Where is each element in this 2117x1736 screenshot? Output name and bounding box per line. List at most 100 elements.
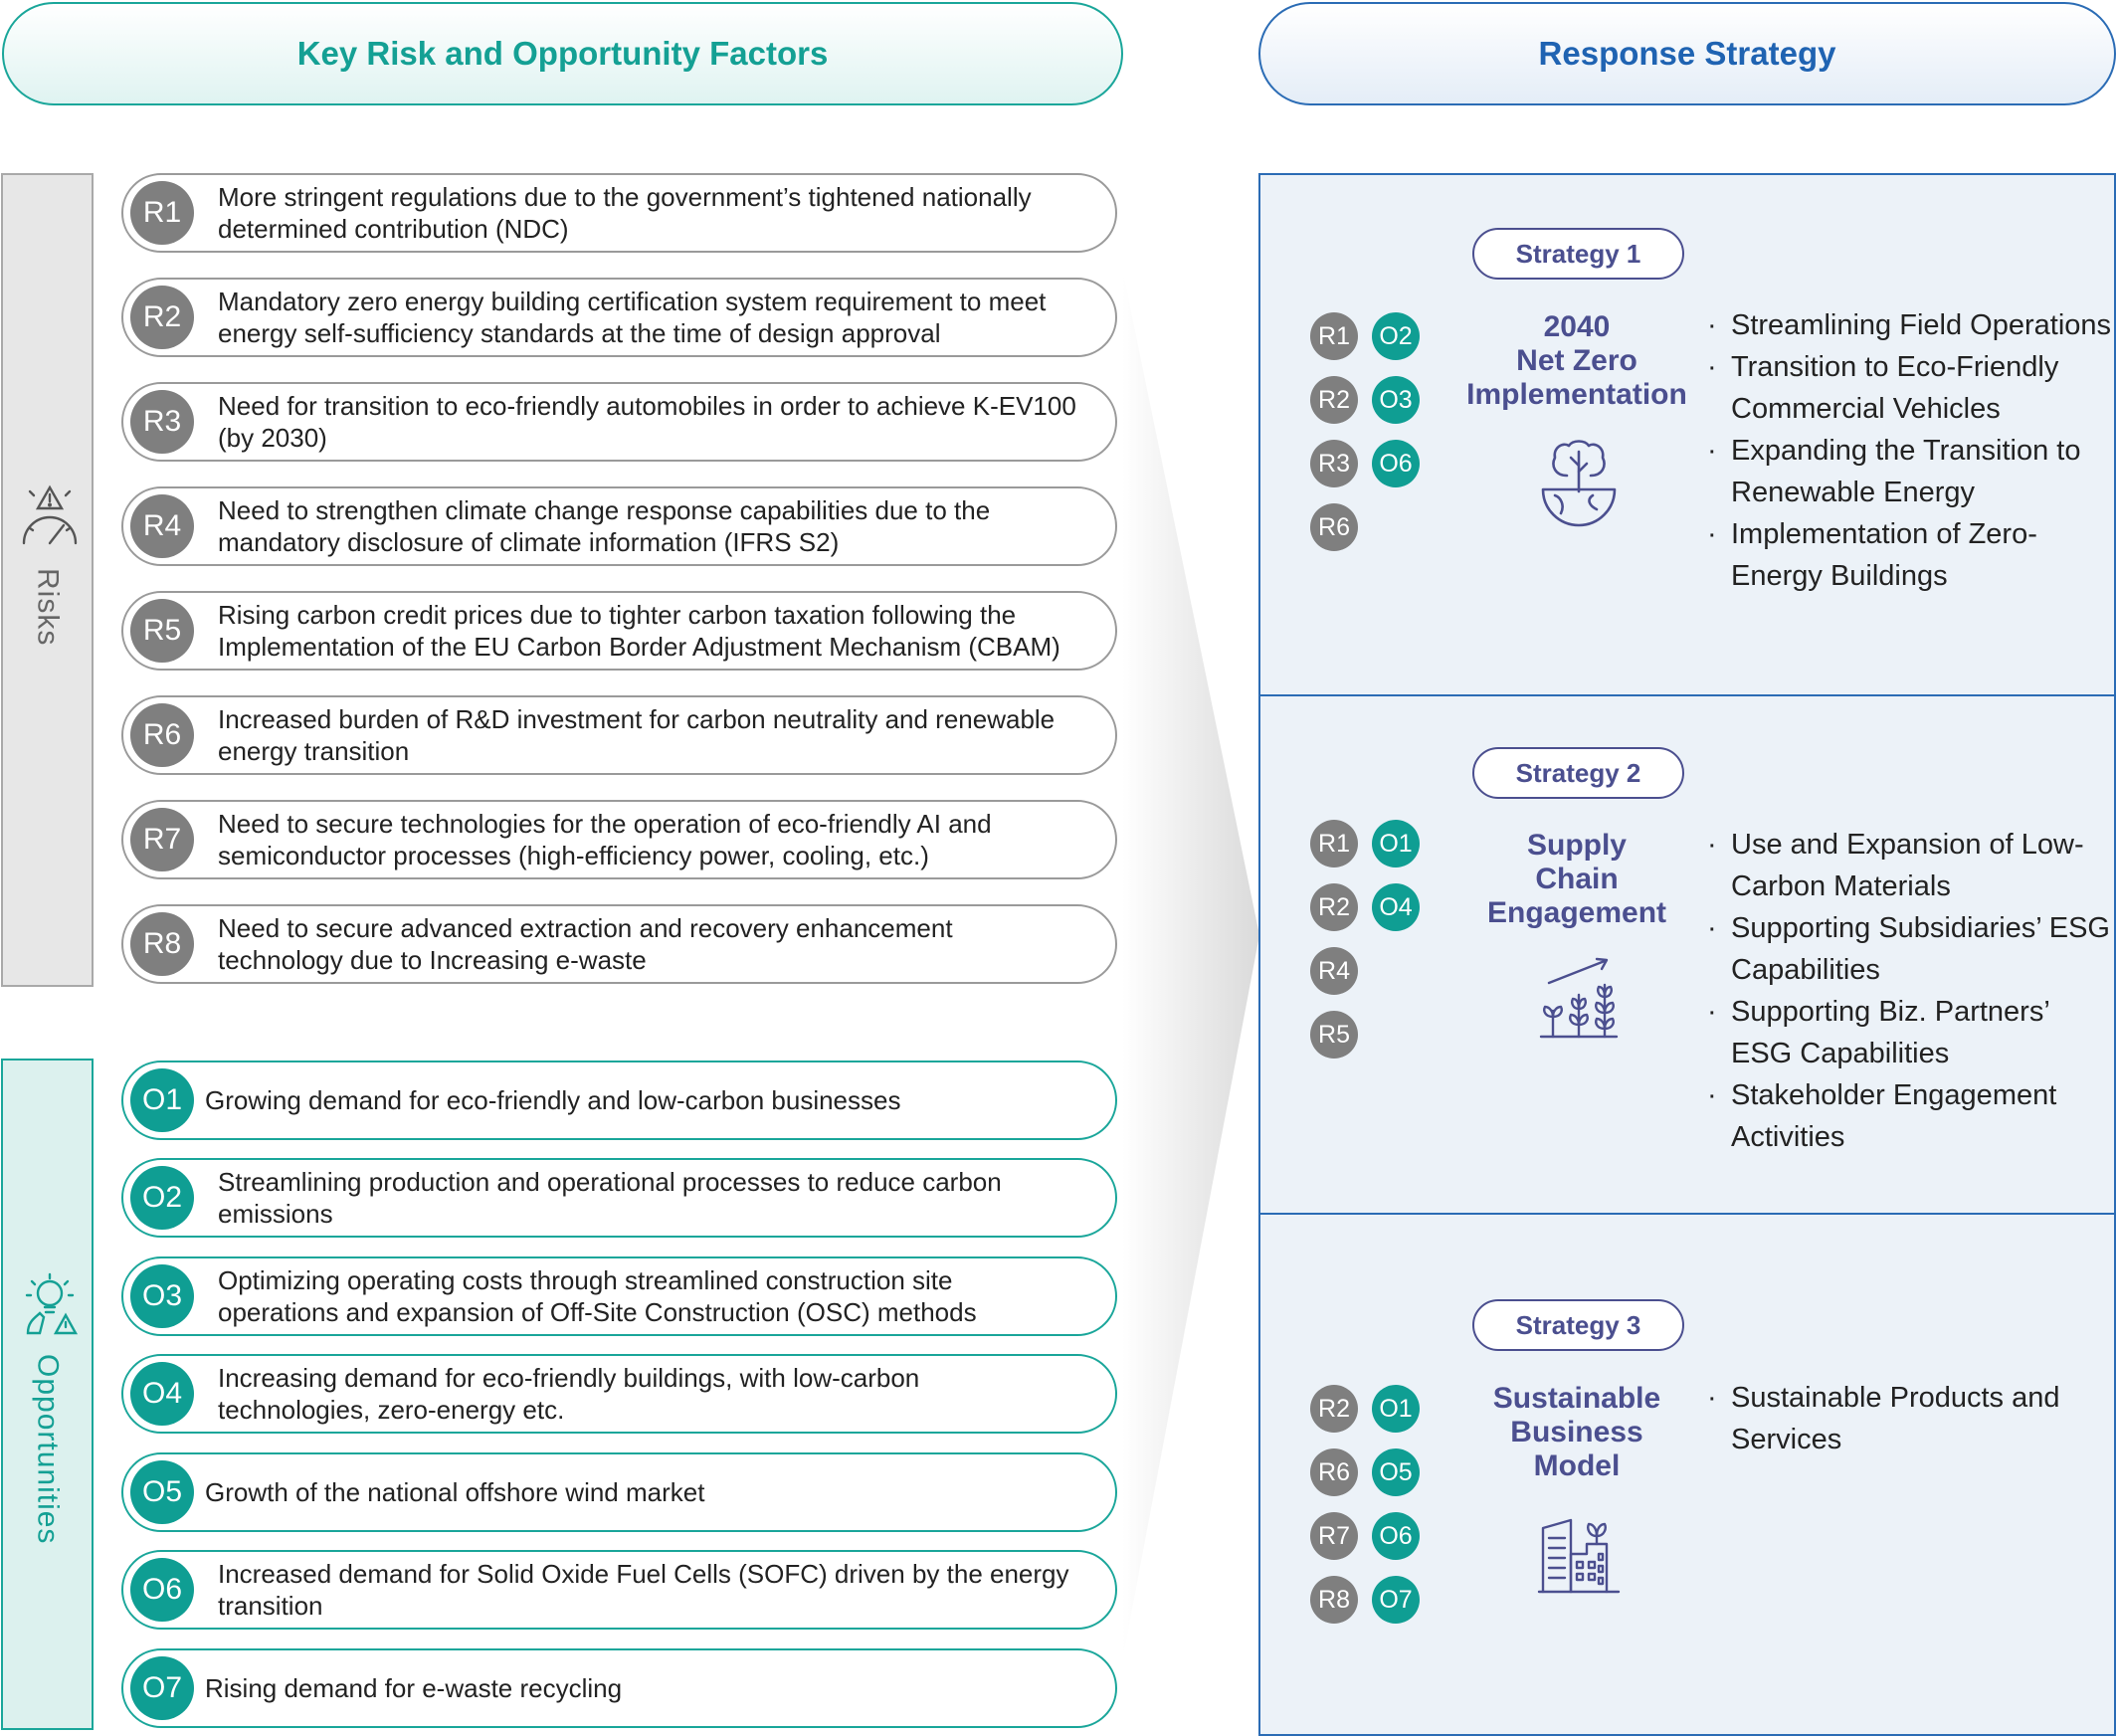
title-line: Net Zero [1516,344,1637,377]
opportunity-factor-o6: O6 Increased demand for Solid Oxide Fuel… [121,1550,1117,1630]
risk-chip: R5 [1310,1011,1358,1059]
risk-factor-r4: R4 Need to strengthen climate change res… [121,486,1117,566]
risk-chip: R4 [1310,947,1358,995]
opportunity-chip: O6 [1372,1512,1420,1560]
action-item: Supporting Biz. Partners’ ESG Capabiliti… [1705,991,2113,1074]
opportunities-sidebar: Opportunities [1,1059,94,1730]
title-line: Chain [1535,863,1619,895]
action-item: Transition to Eco-Friendly Commercial Ve… [1705,346,2113,430]
green-building-icon [1537,1518,1621,1594]
opportunity-badge: O2 [130,1166,194,1230]
risks-label: Risks [31,568,65,647]
opportunity-badge: O3 [130,1264,194,1328]
action-item: Stakeholder Engagement Activities [1705,1074,2113,1158]
opportunity-chip: O7 [1372,1576,1420,1624]
risk-chip: R2 [1310,376,1358,424]
opportunity-factor-o3: O3 Optimizing operating costs through st… [121,1256,1117,1336]
title-line: 2040 [1543,310,1611,343]
strategy-actions: Streamlining Field Operations Transition… [1705,304,2113,597]
opportunity-badge: O6 [130,1558,194,1622]
risk-factor-r5: R5 Rising carbon credit prices due to ti… [121,591,1117,671]
risk-factor-r1: R1 More stringent regulations due to the… [121,173,1117,253]
action-item: Supporting Subsidiaries’ ESG Capabilitie… [1705,907,2113,991]
risks-sidebar: Risks [1,173,94,987]
strategy-label: Strategy 3 [1472,1299,1684,1351]
risk-badge: R2 [130,286,194,349]
risk-chip: R3 [1310,440,1358,487]
risk-text: Need to secure technologies for the oper… [218,809,992,870]
opportunity-factor-o5: O5 Growth of the national offshore wind … [121,1452,1117,1532]
opportunity-badge: O7 [130,1656,194,1720]
opportunity-chip: O5 [1372,1448,1420,1496]
opportunity-badge: O1 [130,1068,194,1132]
risk-gauge-icon [22,484,78,545]
title-line: Business [1510,1416,1643,1448]
funnel-connector [1122,269,1259,1661]
strategy-title: Supply Chain Engagement [1438,829,1716,930]
risk-text: Need for transition to eco-friendly auto… [218,391,1076,453]
strategy-actions: Sustainable Products and Services [1705,1377,2113,1460]
title-line: Implementation [1466,378,1687,411]
strategy-label: Strategy 2 [1472,747,1684,799]
action-item: Expanding the Transition to Renewable En… [1705,430,2113,513]
risk-text: Mandatory zero energy building certifica… [218,287,1047,348]
opportunity-text: Growth of the national offshore wind mar… [205,1477,705,1507]
action-item: Streamlining Field Operations [1705,304,2113,346]
opportunity-text: Streamlining production and operational … [218,1167,1002,1229]
risk-badge: R4 [130,494,194,558]
opportunity-chip: O6 [1372,440,1420,487]
title-line: Model [1533,1449,1621,1482]
opportunity-text: Optimizing operating costs through strea… [218,1265,977,1327]
opportunity-factor-o7: O7 Rising demand for e-waste recycling [121,1648,1117,1728]
action-item: Sustainable Products and Services [1705,1377,2113,1460]
risk-text: Increased burden of R&D investment for c… [218,704,1056,766]
title-line: Supply [1526,829,1627,862]
opportunity-factor-o2: O2 Streamlining production and operation… [121,1158,1117,1238]
risk-badge: R5 [130,599,194,663]
opportunity-text: Increased demand for Solid Oxide Fuel Ce… [218,1559,1069,1621]
risk-chip: R7 [1310,1512,1358,1560]
earth-tree-icon [1541,440,1617,527]
opportunity-badge: O5 [130,1460,194,1524]
risk-badge: R8 [130,912,194,976]
risk-text: Need to secure advanced extraction and r… [218,913,953,975]
strategy-label: Strategy 1 [1472,228,1684,280]
title-line: Sustainable [1492,1382,1661,1415]
growing-plants-icon [1539,957,1619,1039]
opportunity-chip: O1 [1372,1385,1420,1433]
opportunity-chip: O4 [1372,883,1420,931]
strategy-divider [1260,694,2114,696]
opportunities-label: Opportunities [31,1354,65,1545]
risk-chip: R6 [1310,503,1358,551]
opportunity-factor-o4: O4 Increasing demand for eco-friendly bu… [121,1354,1117,1434]
strategy-title: 2040 Net Zero Implementation [1438,310,1716,412]
opportunity-chip: O2 [1372,312,1420,360]
opportunity-chip: O1 [1372,820,1420,868]
factors-header: Key Risk and Opportunity Factors [2,2,1123,105]
risk-badge: R1 [130,181,194,245]
risk-text: Rising carbon credit prices due to tight… [218,600,1060,662]
risk-badge: R7 [130,808,194,871]
risk-chip: R8 [1310,1576,1358,1624]
strategy-actions: Use and Expansion of Low-Carbon Material… [1705,824,2113,1158]
opportunity-text: Increasing demand for eco-friendly build… [218,1363,920,1425]
risk-badge: R6 [130,703,194,767]
action-item: Implementation of Zero-Energy Buildings [1705,513,2113,597]
risk-factor-r7: R7 Need to secure technologies for the o… [121,800,1117,879]
strategy-title: Sustainable Business Model [1438,1382,1716,1483]
risk-chip: R1 [1310,820,1358,868]
risk-chip: R2 [1310,1385,1358,1433]
strategy-divider [1260,1213,2114,1215]
risk-chip: R6 [1310,1448,1358,1496]
opportunity-factor-o1: O1 Growing demand for eco-friendly and l… [121,1061,1117,1140]
strategy-header: Response Strategy [1258,2,2116,105]
risk-chip: R1 [1310,312,1358,360]
opportunity-badge: O4 [130,1362,194,1426]
risk-factor-r8: R8 Need to secure advanced extraction an… [121,904,1117,984]
risk-badge: R3 [130,390,194,454]
opportunity-text: Growing demand for eco-friendly and low-… [205,1085,901,1115]
title-line: Engagement [1486,896,1667,929]
risk-factor-r2: R2 Mandatory zero energy building certif… [121,278,1117,357]
risk-text: Need to strengthen climate change respon… [218,495,991,557]
risk-factor-r3: R3 Need for transition to eco-friendly a… [121,382,1117,462]
